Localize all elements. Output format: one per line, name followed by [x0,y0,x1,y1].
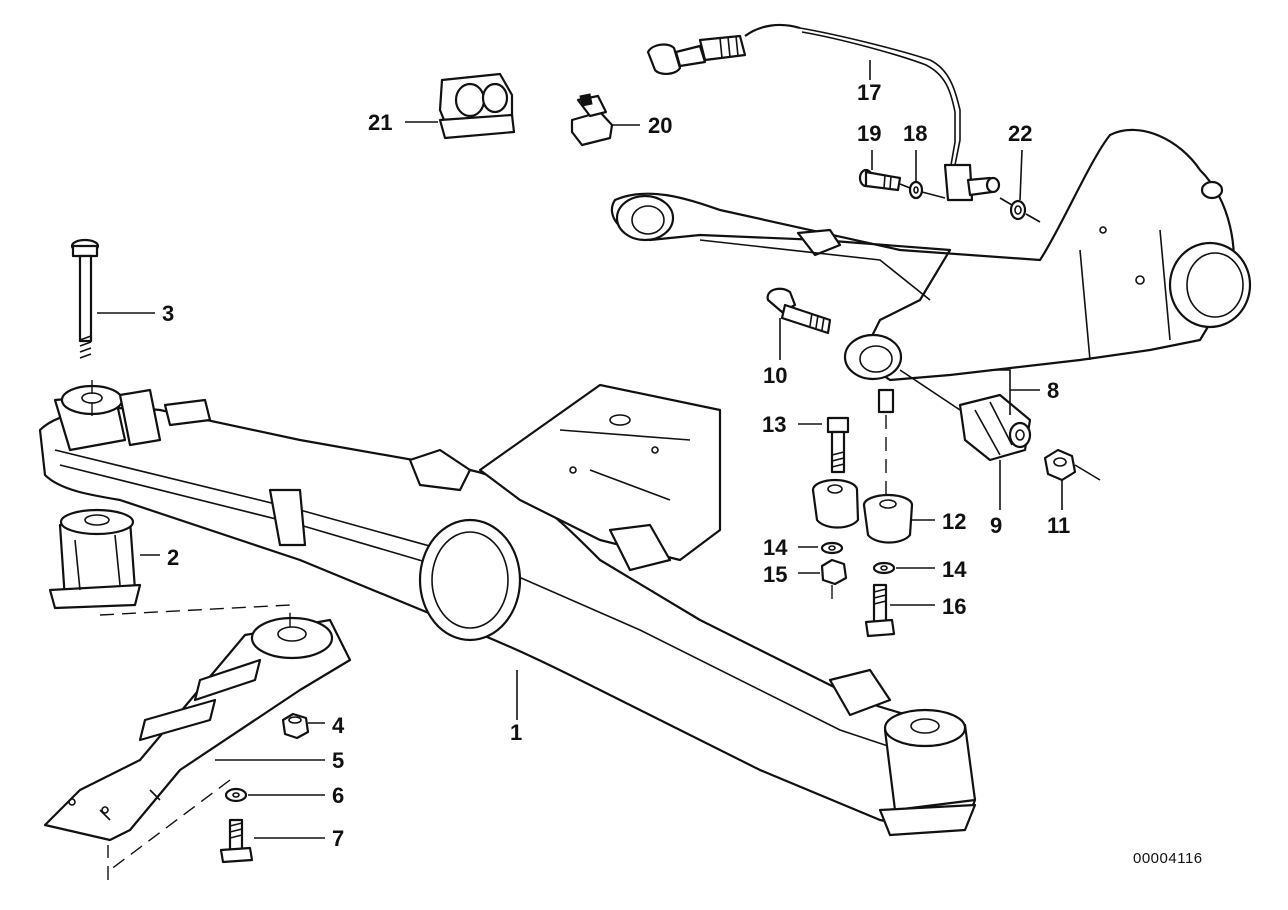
callout-20: 20 [648,113,673,138]
callout-5: 5 [332,748,345,773]
callout-4: 4 [332,713,345,738]
axle-carrier [38,383,977,837]
nut-4 [281,712,310,740]
callout-14: 14 [763,535,788,560]
callout-21: 21 [368,110,393,135]
callout-9: 9 [990,513,1003,538]
rubber-mount [48,508,142,610]
callout-3: 3 [162,301,175,326]
bump-stop [958,393,1032,462]
bushing-12 [811,478,914,544]
alignment-line [99,604,291,630]
reference-number: 00004116 [1133,850,1203,867]
alignment-line [109,779,231,871]
sensor-cable [646,23,1001,202]
callout-8: 8 [1047,378,1060,403]
callout-18: 18 [903,121,928,146]
nut-15 [820,558,848,586]
bolt-19 [858,168,902,192]
bolt-3 [70,238,100,359]
bolt-10 [766,287,832,335]
callout-22: 22 [1008,121,1033,146]
washer-18 [908,180,924,200]
cable-clip-20 [570,93,614,147]
bolt-13 [826,416,850,474]
trailing-arm [610,128,1252,414]
callout-7: 7 [332,826,345,851]
washer-14 [820,541,896,575]
callout-6: 6 [332,783,345,808]
callout-19: 19 [857,121,882,146]
callout-16: 16 [942,594,967,619]
callout-10: 10 [763,363,788,388]
seal-22 [1009,199,1027,221]
washer-6 [224,787,248,803]
callout-14: 14 [942,557,967,582]
callout-12: 12 [942,509,967,534]
callout-13: 13 [762,412,787,437]
callout-11: 11 [1047,513,1071,538]
support-bracket [43,616,352,842]
bolt-7 [219,818,254,864]
callout-2: 2 [167,545,180,570]
callout-17: 17 [857,80,882,105]
callout-1: 1 [510,720,523,745]
cable-clip-21 [438,72,516,140]
bolt-16 [864,583,896,638]
leader-lines [97,60,1063,839]
nut-11 [1043,448,1077,482]
callout-15: 15 [763,562,788,587]
